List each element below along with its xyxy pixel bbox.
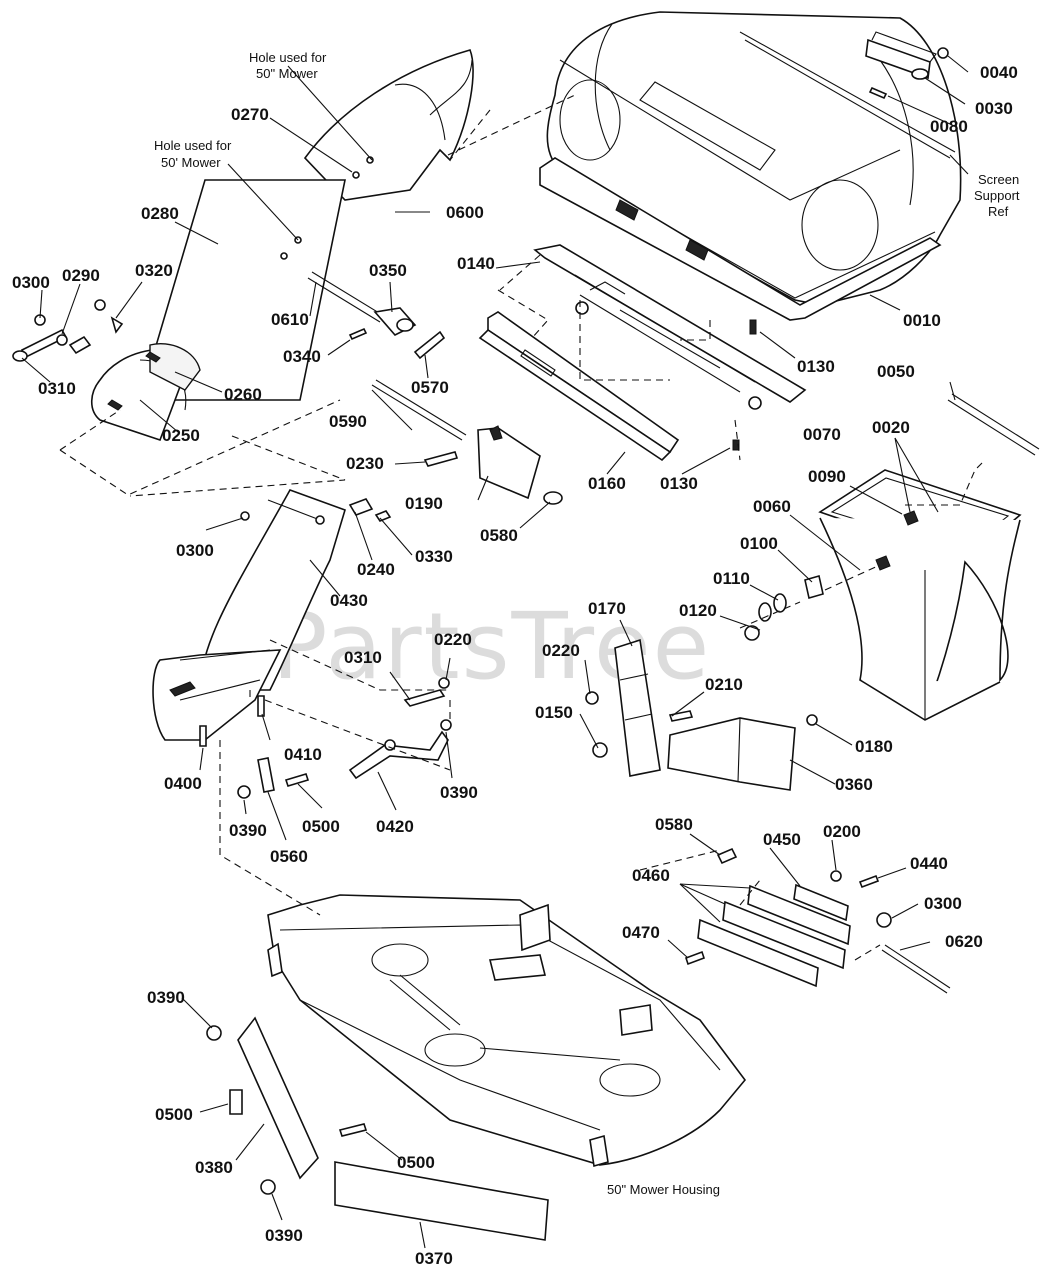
assembly-lines xyxy=(59,94,986,961)
callout-0320: 0320 xyxy=(135,261,173,280)
callout-0590: 0590 xyxy=(329,412,367,431)
callout-0010: 0010 xyxy=(903,311,941,330)
callout-0240: 0240 xyxy=(357,560,395,579)
callout-0620: 0620 xyxy=(945,932,983,951)
mounting-rail-assembly xyxy=(478,244,807,462)
callout-0460: 0460 xyxy=(632,866,670,885)
callout-0220-right: 0220 xyxy=(542,641,580,660)
callout-0500-housing: 0500 xyxy=(397,1153,435,1172)
callout-0300-right: 0300 xyxy=(924,894,962,913)
callout-0060: 0060 xyxy=(753,497,791,516)
callout-0190: 0190 xyxy=(405,494,443,513)
callout-0410: 0410 xyxy=(284,745,322,764)
callout-0370: 0370 xyxy=(415,1249,453,1268)
callout-0310-mid: 0310 xyxy=(344,648,382,667)
callout-0560: 0560 xyxy=(270,847,308,866)
callout-0120: 0120 xyxy=(679,601,717,620)
callout-0300-top-left: 0300 xyxy=(12,273,50,292)
callout-0580-bottom: 0580 xyxy=(655,815,693,834)
support-arm-0170 xyxy=(585,638,818,791)
callout-0150: 0150 xyxy=(535,703,573,722)
leader-lines xyxy=(21,55,969,1249)
callout-0090: 0090 xyxy=(808,467,846,486)
callout-0470: 0470 xyxy=(622,923,660,942)
callout-0350: 0350 xyxy=(369,261,407,280)
callout-0340: 0340 xyxy=(283,347,321,366)
callout-0400: 0400 xyxy=(164,774,202,793)
callout-0080: 0080 xyxy=(930,117,968,136)
deflector-bracket-0430 xyxy=(152,489,392,741)
callout-0330: 0330 xyxy=(415,547,453,566)
callout-0280: 0280 xyxy=(141,204,179,223)
callout-0600: 0600 xyxy=(446,203,484,222)
callout-0130-bottom: 0130 xyxy=(660,474,698,493)
callout-0110: 0110 xyxy=(713,569,750,588)
catcher-bag-0070 xyxy=(818,393,1040,721)
callout-0030: 0030 xyxy=(975,99,1013,118)
callout-0420: 0420 xyxy=(376,817,414,836)
callout-0260: 0260 xyxy=(224,385,262,404)
callout-0390-baffle-bottom: 0390 xyxy=(265,1226,303,1245)
note-screen-support-line1: Screen xyxy=(978,172,1019,187)
callout-0100: 0100 xyxy=(740,534,778,553)
callout-0500-baffle: 0500 xyxy=(155,1105,193,1124)
callout-0180: 0180 xyxy=(855,737,893,756)
callout-0580-top: 0580 xyxy=(480,526,518,545)
front-baffle xyxy=(206,1016,549,1241)
note-hole-50-mid-line1: Hole used for xyxy=(154,138,232,153)
catcher-hood-0010 xyxy=(539,11,962,321)
callout-0250: 0250 xyxy=(162,426,200,445)
callout-0430: 0430 xyxy=(330,591,368,610)
chute-latch-hardware xyxy=(12,299,161,411)
callout-0170: 0170 xyxy=(588,599,626,618)
callout-0270: 0270 xyxy=(231,105,269,124)
callout-0050: 0050 xyxy=(877,362,915,381)
callout-0230: 0230 xyxy=(346,454,384,473)
callout-0130-top: 0130 xyxy=(797,357,835,376)
callout-0380: 0380 xyxy=(195,1158,233,1177)
callout-0210: 0210 xyxy=(705,675,743,694)
callout-0610: 0610 xyxy=(271,310,309,329)
callout-0450: 0450 xyxy=(763,830,801,849)
screen-support-hardware xyxy=(739,31,956,159)
weight-plates xyxy=(684,847,951,994)
callout-0390-baffle-top: 0390 xyxy=(147,988,185,1007)
callout-0290: 0290 xyxy=(62,266,100,285)
callout-0070: 0070 xyxy=(803,425,841,444)
callout-0020: 0020 xyxy=(872,418,910,437)
mower-housing xyxy=(267,894,747,1168)
callout-0300-mid: 0300 xyxy=(176,541,214,560)
callout-0440: 0440 xyxy=(910,854,948,873)
callout-0570: 0570 xyxy=(411,378,449,397)
pivot-hardware xyxy=(307,271,563,505)
callout-0200: 0200 xyxy=(823,822,861,841)
callout-0310-left: 0310 xyxy=(38,379,76,398)
callout-0390-linkage: 0390 xyxy=(440,783,478,802)
callout-0140: 0140 xyxy=(457,254,495,273)
lift-linkage xyxy=(199,677,452,799)
notes: Hole used for 50" Mower Hole used for 50… xyxy=(154,50,1020,1197)
note-hole-50-top-line2: 50" Mower xyxy=(256,66,318,81)
note-hole-50-mid-line2: 50' Mower xyxy=(161,155,221,170)
note-hole-50-top-line1: Hole used for xyxy=(249,50,327,65)
callout-0390-left: 0390 xyxy=(229,821,267,840)
callout-0160: 0160 xyxy=(588,474,626,493)
callout-0040: 0040 xyxy=(980,63,1018,82)
note-screen-support-line3: Ref xyxy=(988,204,1009,219)
callout-0220-left: 0220 xyxy=(434,630,472,649)
callout-labels: 0010 0020 0030 0040 0050 0060 0070 0080 … xyxy=(12,63,1018,1268)
note-screen-support-line2: Support xyxy=(974,188,1020,203)
bag-hinge-hardware xyxy=(744,574,824,641)
note-mower-housing: 50" Mower Housing xyxy=(607,1182,720,1197)
callout-0500-left: 0500 xyxy=(302,817,340,836)
callout-0360: 0360 xyxy=(835,775,873,794)
